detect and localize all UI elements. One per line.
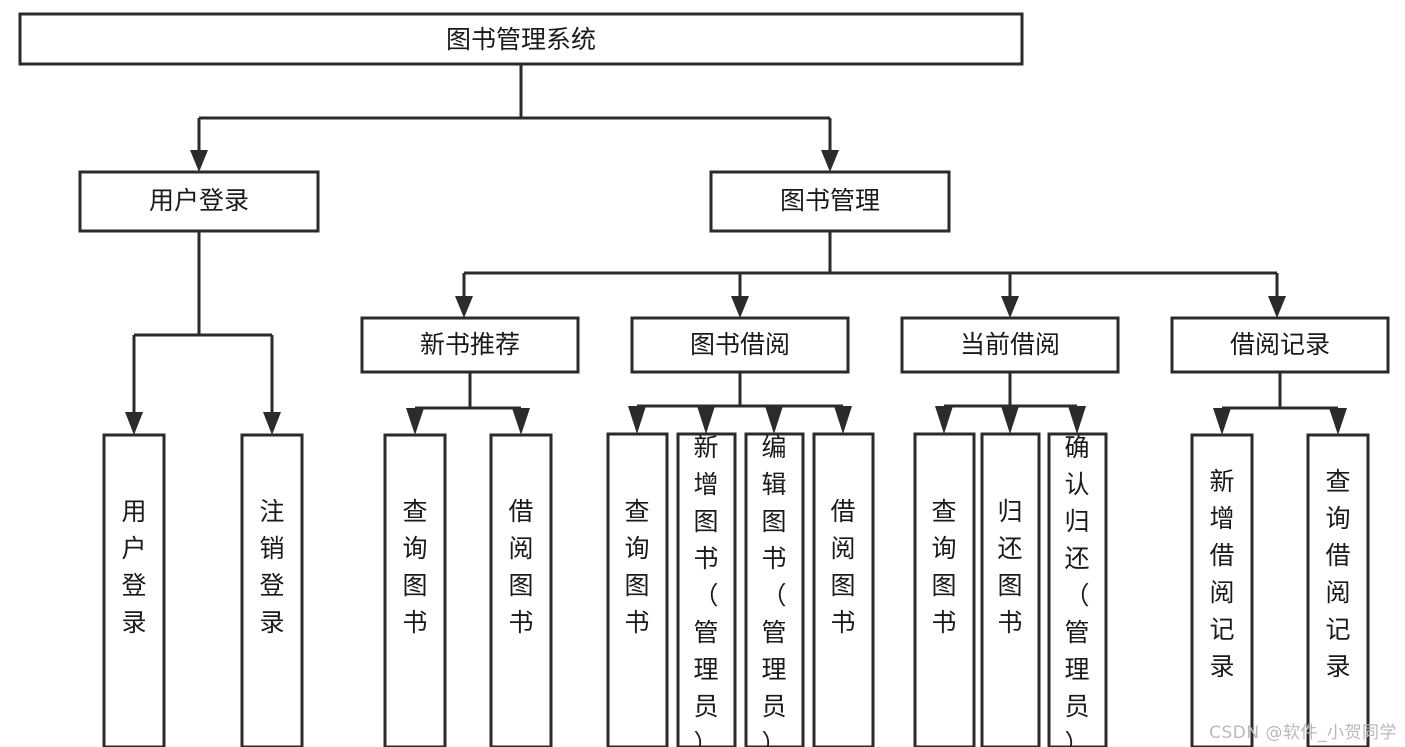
leaf-return-book-label: 归还图书	[997, 497, 1022, 637]
leaf-user-login[interactable]: 用户登录	[102, 433, 166, 747]
arrow-book-manage-to-current	[1001, 296, 1019, 318]
node-user-login[interactable]: 用户登录	[78, 170, 320, 233]
leaf-confirm-return[interactable]: 确认归还（管理员）	[1047, 432, 1108, 747]
leaf-query-book-2-label: 查询图书	[624, 497, 649, 637]
connector-layer	[125, 64, 1347, 435]
arrow-current-to-leaf3	[1068, 406, 1086, 434]
leaf-query-book-1[interactable]: 查询图书	[383, 433, 447, 747]
leaf-query-book-1-box[interactable]	[383, 433, 447, 747]
node-root-label: 图书管理系统	[446, 25, 596, 54]
arrow-rec-to-leaf1	[406, 408, 424, 435]
leaf-return-book[interactable]: 归还图书	[980, 432, 1041, 747]
leaf-add-record-box[interactable]	[1190, 433, 1254, 747]
arrow-book-manage-to-record	[1268, 296, 1286, 318]
leaf-query-record-box[interactable]	[1306, 433, 1370, 747]
arrow-book-manage-to-rec	[455, 296, 473, 318]
node-book-manage-label: 图书管理	[780, 186, 880, 215]
leaf-add-record-label: 新增借阅记录	[1209, 467, 1234, 681]
arrow-borrow-to-leaf3	[765, 406, 783, 434]
node-new-book-rec-label: 新书推荐	[420, 330, 520, 359]
leaf-user-login-box[interactable]	[102, 433, 166, 747]
arrow-user-login-to-leaf2	[263, 412, 281, 435]
node-book-borrow-box[interactable]	[630, 316, 850, 374]
leaf-query-book-2-box[interactable]	[606, 432, 669, 747]
leaf-add-record[interactable]: 新增借阅记录	[1190, 433, 1254, 747]
leaf-borrow-book-1-label: 借阅图书	[508, 497, 533, 637]
leaf-query-record-label: 查询借阅记录	[1325, 467, 1350, 681]
leaf-logout-label: 注销登录	[259, 497, 284, 637]
leaf-add-book-label: 新增图书（管理员）	[693, 433, 718, 747]
node-root-box[interactable]	[18, 12, 1024, 66]
node-borrow-record-box[interactable]	[1170, 316, 1390, 374]
node-borrow-record-label: 借阅记录	[1230, 330, 1330, 359]
leaf-edit-book-label: 编辑图书（管理员）	[761, 433, 786, 747]
arrow-root-to-book-manage	[821, 150, 839, 172]
node-book-manage[interactable]: 图书管理	[709, 170, 951, 233]
leaf-return-book-box[interactable]	[980, 432, 1041, 747]
node-new-book-rec-box[interactable]	[360, 316, 580, 374]
arrow-borrow-to-leaf4	[834, 406, 852, 434]
node-current-borrow-label: 当前借阅	[960, 330, 1060, 359]
arrow-borrow-to-leaf1	[628, 406, 646, 434]
node-book-borrow-label: 图书借阅	[690, 330, 790, 359]
arrow-root-to-user-login	[190, 150, 208, 172]
node-borrow-record[interactable]: 借阅记录	[1170, 316, 1390, 374]
leaf-query-book-2[interactable]: 查询图书	[606, 432, 669, 747]
node-current-borrow-box[interactable]	[900, 316, 1120, 374]
leaf-add-book[interactable]: 新增图书（管理员）	[676, 432, 737, 747]
leaf-user-login-label: 用户登录	[121, 497, 146, 637]
leaf-logout[interactable]: 注销登录	[240, 433, 304, 747]
leaf-query-book-3-label: 查询图书	[931, 497, 956, 637]
arrow-current-to-leaf2	[1001, 406, 1019, 434]
leaf-borrow-book-2[interactable]: 借阅图书	[812, 432, 875, 747]
node-user-login-label: 用户登录	[149, 186, 249, 215]
leaf-borrow-book-2-box[interactable]	[812, 432, 875, 747]
leaf-query-book-3-box[interactable]	[913, 432, 976, 747]
arrow-record-to-leaf1	[1213, 408, 1231, 435]
arrow-current-to-leaf1	[935, 406, 953, 434]
leaf-borrow-book-1-box[interactable]	[489, 433, 553, 747]
arrow-user-login-to-leaf1	[125, 412, 143, 435]
leaf-confirm-return-box[interactable]	[1047, 432, 1108, 747]
leaf-add-book-box[interactable]	[676, 432, 737, 747]
leaf-borrow-book-1[interactable]: 借阅图书	[489, 433, 553, 747]
node-book-manage-box[interactable]	[709, 170, 951, 233]
leaf-edit-book[interactable]: 编辑图书（管理员）	[744, 432, 805, 747]
leaf-query-book-1-label: 查询图书	[402, 497, 427, 637]
arrow-rec-to-leaf2	[512, 408, 530, 435]
leaf-logout-box[interactable]	[240, 433, 304, 747]
leaf-edit-book-box[interactable]	[744, 432, 805, 747]
node-current-borrow[interactable]: 当前借阅	[900, 316, 1120, 374]
leaf-query-record[interactable]: 查询借阅记录	[1306, 433, 1370, 747]
leaf-borrow-book-2-label: 借阅图书	[830, 497, 855, 637]
leaf-confirm-return-label: 确认归还（管理员）	[1064, 433, 1089, 747]
node-root[interactable]: 图书管理系统	[18, 12, 1024, 66]
csdn-watermark: CSDN @软件_小贺同学	[1209, 723, 1397, 743]
leaf-query-book-3[interactable]: 查询图书	[913, 432, 976, 747]
arrow-borrow-to-leaf2	[697, 406, 715, 434]
node-new-book-rec[interactable]: 新书推荐	[360, 316, 580, 374]
node-user-login-box[interactable]	[78, 170, 320, 233]
arrow-book-manage-to-borrow	[731, 296, 749, 318]
node-book-borrow[interactable]: 图书借阅	[630, 316, 850, 374]
arrow-record-to-leaf2	[1329, 408, 1347, 435]
